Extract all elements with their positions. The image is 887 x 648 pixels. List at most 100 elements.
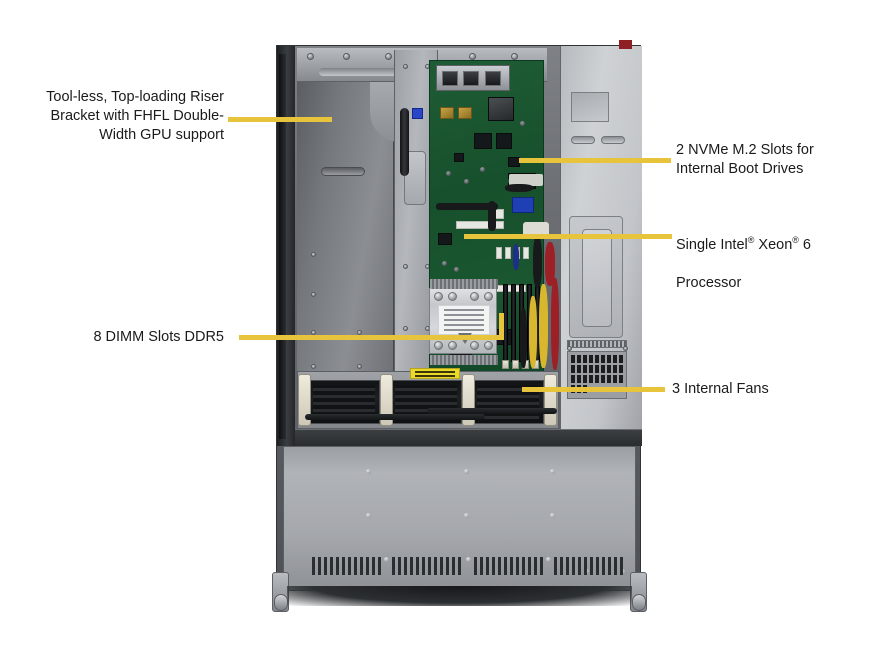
front-vent-group: [312, 557, 381, 575]
callout-processor: Single Intel® Xeon® 6 Processor: [676, 217, 881, 294]
caster-wheel: [632, 594, 646, 611]
pin-header: [523, 247, 529, 259]
io-port: [442, 71, 458, 86]
screw: [384, 557, 389, 562]
leader-line-fans: [522, 387, 665, 392]
power-cable-yellow: [539, 284, 548, 368]
gpu-riser-bracket: [297, 82, 394, 382]
controller-chip: [496, 133, 512, 149]
screw: [464, 513, 469, 518]
heatsink-screw: [470, 341, 479, 350]
power-cable-red: [545, 242, 555, 286]
internal-fan-wall: [297, 368, 559, 429]
io-port: [463, 71, 479, 86]
capacitor: [442, 261, 447, 266]
screw: [511, 53, 518, 60]
capacitor: [464, 179, 469, 184]
fan-clip: [380, 374, 393, 426]
callout-processor-line2: Processor: [676, 275, 742, 292]
leader-line-dimm: [239, 335, 504, 340]
pin-header: [505, 247, 511, 259]
left-rail-inner: [279, 54, 286, 439]
heatsink-screw: [448, 292, 457, 301]
callout-nvme-slots: 2 NVMe M.2 Slots for Internal Boot Drive…: [676, 142, 814, 178]
front-vent-group: [474, 557, 543, 575]
bga-package: [488, 97, 514, 121]
sata-header: [512, 197, 534, 213]
screw: [403, 64, 408, 69]
fan-clip: [298, 374, 311, 426]
bay-access-panel: [571, 92, 609, 122]
leader-line-processor: [464, 234, 672, 239]
screw: [464, 469, 469, 474]
screw: [357, 330, 362, 335]
heatsink-fins-top: [430, 279, 498, 289]
heatsink-screw: [484, 292, 493, 301]
lan-magnetics: [458, 107, 472, 119]
callout-riser-bracket: Tool-less, Top-loading Riser Bracket wit…: [46, 89, 224, 144]
callout-dimm-slots: 8 DIMM Slots DDR5: [93, 329, 224, 345]
power-cable-black: [533, 236, 542, 288]
heatsink-screw: [484, 341, 493, 350]
under-chassis-shadow: [287, 586, 632, 606]
ribbon-cable: [436, 203, 498, 210]
screw: [357, 364, 362, 369]
callout-processor-line1: Single Intel® Xeon® 6: [676, 235, 811, 254]
front-vent-group: [392, 557, 461, 575]
screw: [550, 469, 555, 474]
midplane-bar: [295, 429, 642, 446]
heatsink-screw: [470, 292, 479, 301]
screw: [343, 53, 350, 60]
divider-latch-tab: [404, 151, 426, 205]
screw: [623, 346, 628, 351]
cpu-warning-label: [438, 305, 490, 335]
heatsink-fins-bottom: [430, 355, 498, 365]
left-rail: [277, 46, 295, 446]
leader-line-riser-bracket: [228, 117, 332, 122]
screw: [366, 469, 371, 474]
registered-mark-icon: ®: [792, 235, 799, 246]
io-port: [485, 71, 501, 86]
small-ic: [454, 153, 464, 162]
red-release-tab: [619, 40, 632, 49]
dimm-latch: [512, 360, 519, 369]
power-cable-red: [551, 278, 559, 370]
screw: [466, 557, 471, 562]
signal-cable-blue: [513, 244, 519, 270]
leader-line-dimm-riser: [499, 313, 504, 337]
blue-connector: [412, 108, 423, 119]
dimm-latch: [502, 360, 509, 369]
capacitor: [454, 267, 459, 272]
server-chassis-photo: [272, 40, 662, 612]
registered-mark-icon: ®: [747, 235, 755, 246]
cable-bundle: [427, 408, 557, 414]
fan-clip: [544, 374, 557, 426]
heatsink-screw: [434, 292, 443, 301]
fan-warning-label: [410, 368, 460, 379]
pin-header: [496, 247, 502, 259]
drive-bay-and-psu-column: [560, 40, 642, 446]
chassis-foot-right: [630, 572, 647, 612]
front-panel-header: [456, 221, 504, 229]
screw: [307, 53, 314, 60]
chassis-body: [272, 40, 647, 612]
rear-io-shield: [436, 65, 510, 91]
screw: [403, 264, 408, 269]
vent-slot: [601, 136, 625, 144]
cable: [505, 184, 533, 192]
controller-chip: [474, 133, 492, 149]
vent-slot: [571, 136, 595, 144]
hdd-carrier-window: [582, 229, 612, 327]
cable-bundle: [305, 414, 485, 420]
dimm-slot: [511, 284, 516, 362]
capacitor: [520, 121, 525, 126]
caster-wheel: [274, 594, 288, 611]
ribbon-connector: [509, 174, 543, 186]
heatsink-screw: [434, 341, 443, 350]
power-cable-black: [520, 308, 527, 368]
front-vent-group: [554, 557, 623, 575]
screw: [311, 292, 316, 297]
capacitor: [480, 167, 485, 172]
screw: [550, 513, 555, 518]
lan-magnetics: [440, 107, 454, 119]
